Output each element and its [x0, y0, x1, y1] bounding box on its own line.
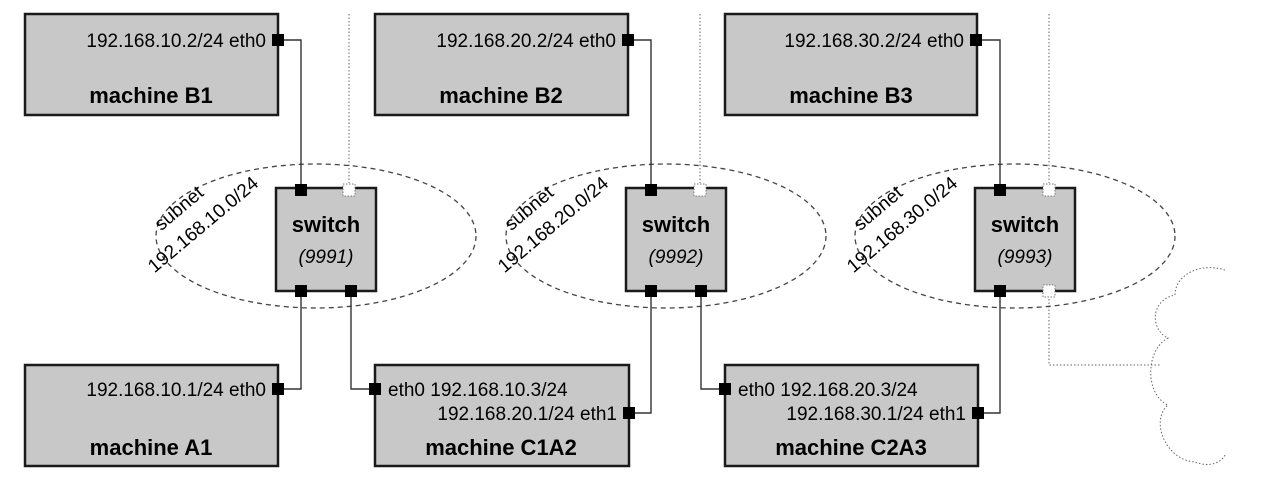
subnet-label-1: subnet 192.168.10.0/24: [144, 173, 263, 278]
machine-c1a2-name: machine C1A2: [425, 435, 577, 460]
switch-label: switch: [292, 212, 360, 237]
machine-b1-eth0-port: [272, 34, 284, 46]
machine-c2a3-eth0-port: [719, 383, 731, 395]
machine-c2a3-eth1-label: 192.168.30.1/24 eth1: [786, 404, 966, 425]
machine-b1-eth0-label: 192.168.10.2/24 eth0: [86, 31, 266, 52]
machine-b2-eth0-port: [622, 34, 634, 46]
switch-label: switch: [991, 212, 1059, 237]
machine-b3-eth0-port: [970, 34, 982, 46]
machine-c2a3: eth0 192.168.20.3/24 192.168.30.1/24 eth…: [719, 363, 984, 468]
subnet-ellipse-3: [854, 163, 1176, 309]
subnet-ellipse-2: [505, 163, 827, 309]
switch-9991: switch (9991): [274, 183, 378, 297]
subnet-label-2: subnet 192.168.20.0/24: [494, 173, 613, 278]
machine-a1: 192.168.10.1/24 eth0 machine A1: [23, 363, 284, 468]
machine-a1-eth0-label: 192.168.10.1/24 eth0: [86, 380, 266, 401]
machine-b2-eth0-label: 192.168.20.2/24 eth0: [436, 31, 616, 52]
machine-a1-eth0-port: [272, 383, 284, 395]
machine-b2: 192.168.20.2/24 eth0 machine B2: [373, 12, 634, 117]
machine-b2-name: machine B2: [439, 83, 563, 108]
machine-b1: 192.168.10.2/24 eth0 machine B1: [23, 12, 284, 117]
machine-b1-name: machine B1: [89, 83, 213, 108]
machine-a1-name: machine A1: [90, 435, 213, 460]
wires: [284, 39, 1001, 414]
switch-port: [994, 184, 1006, 196]
switch-port-unused: [1042, 284, 1056, 298]
switch-9993: switch (9993): [973, 183, 1077, 298]
machine-c1a2-eth0-label: eth0 192.168.10.3/24: [388, 380, 568, 401]
switch-port-number: (9991): [299, 247, 354, 268]
switch-port: [645, 184, 657, 196]
machine-b3-eth0-label: 192.168.30.2/24 eth0: [784, 31, 964, 52]
switch-port-number: (9993): [998, 247, 1053, 268]
machine-c1a2-eth1-label: 192.168.20.1/24 eth1: [437, 404, 617, 425]
switch-port: [994, 285, 1006, 297]
switch-9992: switch (9992): [624, 183, 728, 297]
machine-c2a3-eth1-port: [972, 407, 984, 419]
switch-port-number: (9992): [649, 247, 704, 268]
switch-port: [645, 285, 657, 297]
switch-port-unused: [693, 183, 707, 197]
cloud-icon: [1150, 267, 1226, 465]
machine-c2a3-eth0-label: eth0 192.168.20.3/24: [738, 380, 918, 401]
machine-b3-name: machine B3: [789, 83, 913, 108]
switch-port: [345, 285, 357, 297]
machine-c1a2: eth0 192.168.10.3/24 192.168.20.1/24 eth…: [369, 363, 635, 468]
subnet-label-3: subnet 192.168.30.0/24: [843, 173, 962, 278]
switch-port: [295, 285, 307, 297]
machine-c1a2-eth0-port: [369, 383, 381, 395]
switch-port: [695, 285, 707, 297]
subnet-ellipse-1: [155, 163, 477, 309]
switch-port-unused: [1042, 183, 1056, 197]
machine-c2a3-name: machine C2A3: [775, 435, 927, 460]
dotted-external-links: [348, 14, 1160, 366]
switch-label: switch: [642, 212, 710, 237]
machine-c1a2-eth1-port: [623, 407, 635, 419]
machine-b3: 192.168.30.2/24 eth0 machine B3: [723, 12, 982, 117]
switch-port-unused: [342, 183, 356, 197]
switch-port: [295, 184, 307, 196]
